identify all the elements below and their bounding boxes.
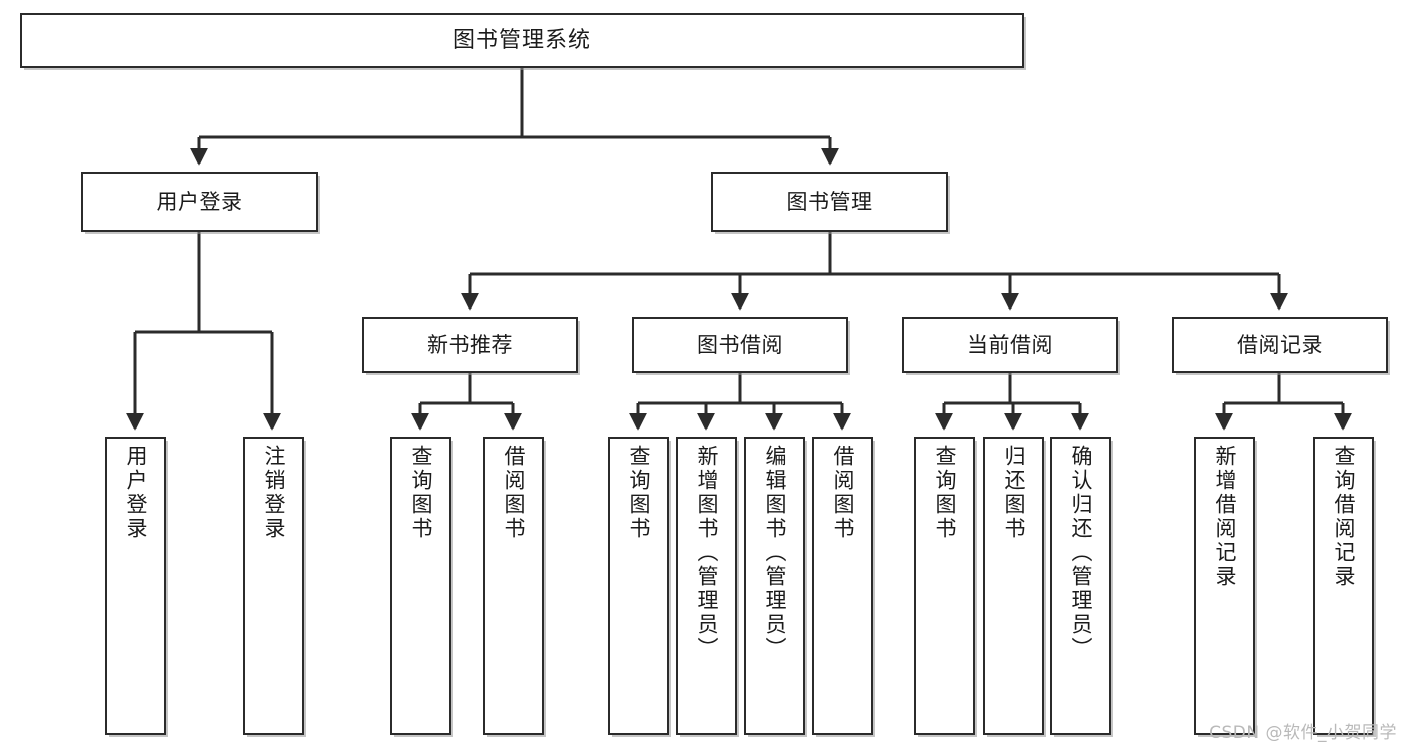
node-label: 查询图书 [933, 445, 957, 541]
node-label: 注销登录 [262, 445, 286, 541]
node-label: 借阅图书 [502, 445, 526, 541]
node-label: 查询借阅记录 [1332, 445, 1356, 589]
leaf-borrow-book-recommend[interactable]: 借阅图书 [483, 437, 544, 735]
node-book-management[interactable]: 图书管理 [711, 172, 948, 232]
leaf-query-borrow-record[interactable]: 查询借阅记录 [1313, 437, 1374, 735]
node-label: 确认归还（管理员） [1069, 445, 1093, 661]
leaf-query-book-recommend[interactable]: 查询图书 [390, 437, 451, 735]
node-label: 归还图书 [1002, 445, 1026, 541]
node-label: 编辑图书（管理员） [763, 445, 787, 661]
leaf-user-login[interactable]: 用户登录 [105, 437, 166, 735]
node-label: 图书管理 [786, 189, 873, 214]
node-label: 新增借阅记录 [1213, 445, 1237, 589]
leaf-query-book-borrow[interactable]: 查询图书 [608, 437, 669, 735]
watermark-text: CSDN @软件_小贺同学 [1209, 723, 1397, 743]
node-label: 图书管理系统 [452, 27, 591, 53]
leaf-add-book-admin[interactable]: 新增图书（管理员） [676, 437, 737, 735]
node-user-login[interactable]: 用户登录 [81, 172, 318, 232]
node-label: 查询图书 [409, 445, 433, 541]
node-label: 借阅图书 [831, 445, 855, 541]
leaf-query-book-current[interactable]: 查询图书 [914, 437, 975, 735]
leaf-borrow-book[interactable]: 借阅图书 [812, 437, 873, 735]
node-current-borrow[interactable]: 当前借阅 [902, 317, 1118, 373]
leaf-logout[interactable]: 注销登录 [243, 437, 304, 735]
node-label: 用户登录 [124, 445, 148, 541]
node-new-book-recommend[interactable]: 新书推荐 [362, 317, 578, 373]
node-book-borrow[interactable]: 图书借阅 [632, 317, 848, 373]
node-label: 新书推荐 [427, 332, 513, 357]
leaf-add-borrow-record[interactable]: 新增借阅记录 [1194, 437, 1255, 735]
leaf-edit-book-admin[interactable]: 编辑图书（管理员） [744, 437, 805, 735]
node-label: 借阅记录 [1237, 332, 1323, 357]
leaf-confirm-return-admin[interactable]: 确认归还（管理员） [1050, 437, 1111, 735]
node-label: 当前借阅 [967, 332, 1053, 357]
node-label: 用户登录 [156, 189, 243, 214]
node-label: 查询图书 [627, 445, 651, 541]
node-borrow-record[interactable]: 借阅记录 [1172, 317, 1388, 373]
node-root-book-management-system[interactable]: 图书管理系统 [20, 13, 1024, 68]
leaf-return-book[interactable]: 归还图书 [983, 437, 1044, 735]
node-label: 新增图书（管理员） [695, 445, 719, 661]
node-label: 图书借阅 [697, 332, 783, 357]
